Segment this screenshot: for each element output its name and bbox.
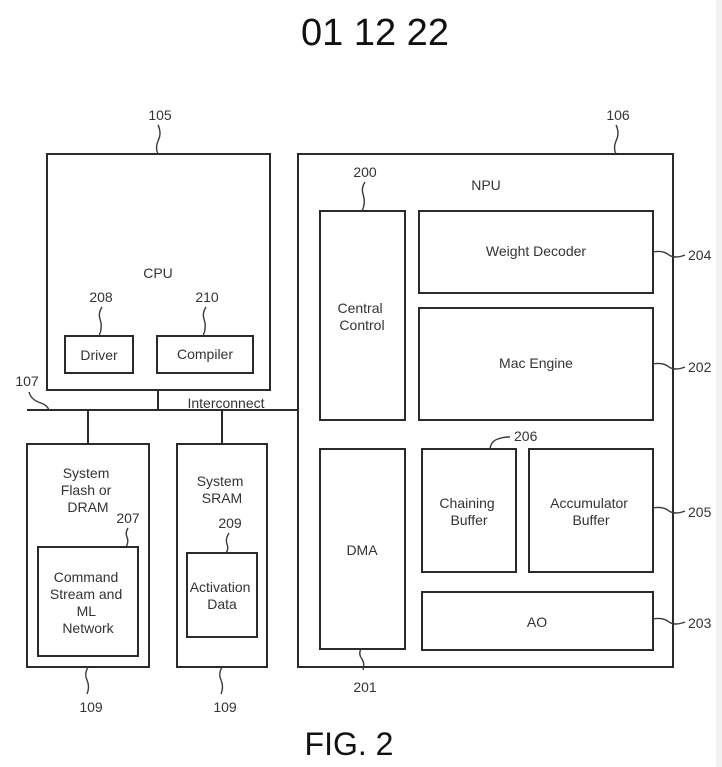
cpu-label: CPU (143, 265, 173, 281)
activation-data-block (186, 552, 258, 638)
ref-209: 209 (218, 515, 242, 531)
document-number: 01 12 22 (301, 12, 449, 54)
command-stream-label: Command Stream and ML Network (50, 569, 126, 636)
ao-block (421, 591, 654, 651)
accumulator-buffer-block (528, 448, 654, 573)
ref-208: 208 (89, 289, 113, 305)
leader-203 (652, 617, 686, 625)
leader-107 (28, 391, 50, 411)
ao-label: AO (527, 614, 547, 630)
leader-208 (98, 306, 103, 337)
npu-label: NPU (471, 177, 501, 193)
leader-202 (652, 362, 686, 370)
compiler-label: Compiler (177, 346, 233, 362)
leader-205 (652, 506, 686, 514)
activation-data-label: Activation Data (190, 579, 255, 612)
leader-200 (361, 181, 366, 212)
accumulator-buffer-label: Accumulator Buffer (550, 495, 632, 528)
ref-207: 207 (116, 510, 140, 526)
ref-109-sram: 109 (213, 699, 237, 715)
ref-201: 201 (353, 679, 377, 695)
leader-201 (359, 648, 365, 671)
interconnect-label: Interconnect (187, 395, 264, 411)
leader-204 (652, 250, 686, 258)
chaining-buffer-block (421, 448, 517, 573)
leader-109-flash (85, 666, 90, 695)
ref-106: 106 (606, 107, 630, 123)
driver-label: Driver (80, 347, 118, 363)
ref-202: 202 (688, 359, 712, 375)
npu-block (297, 153, 674, 668)
chaining-buffer-label: Chaining Buffer (439, 495, 498, 528)
figure-caption: FIG. 2 (305, 726, 394, 762)
scan-edge-strip (716, 0, 722, 767)
ref-203: 203 (688, 615, 712, 631)
leader-105 (155, 124, 161, 155)
dma-label: DMA (346, 542, 378, 558)
ref-109-flash: 109 (79, 699, 103, 715)
leader-106 (613, 124, 619, 155)
ref-105: 105 (148, 107, 172, 123)
ref-204: 204 (688, 247, 712, 263)
sram-label: System SRAM (197, 473, 248, 506)
compiler-block (156, 335, 254, 374)
dma-block (319, 448, 406, 650)
leader-210 (202, 306, 207, 337)
ref-205: 205 (688, 504, 712, 520)
ref-210: 210 (195, 289, 219, 305)
leader-209 (225, 532, 230, 554)
leader-109-sram (219, 666, 224, 695)
mac-engine-label: Mac Engine (499, 355, 573, 371)
ref-107: 107 (15, 373, 39, 389)
leader-206 (489, 436, 511, 450)
ref-206: 206 (514, 428, 538, 444)
command-stream-block (37, 546, 139, 657)
ref-200: 200 (353, 164, 377, 180)
weight-decoder-label: Weight Decoder (486, 243, 586, 259)
flash-dram-label: System Flash or DRAM (61, 465, 115, 515)
leader-207 (125, 527, 129, 548)
central-control-label: Central Control (337, 300, 386, 333)
